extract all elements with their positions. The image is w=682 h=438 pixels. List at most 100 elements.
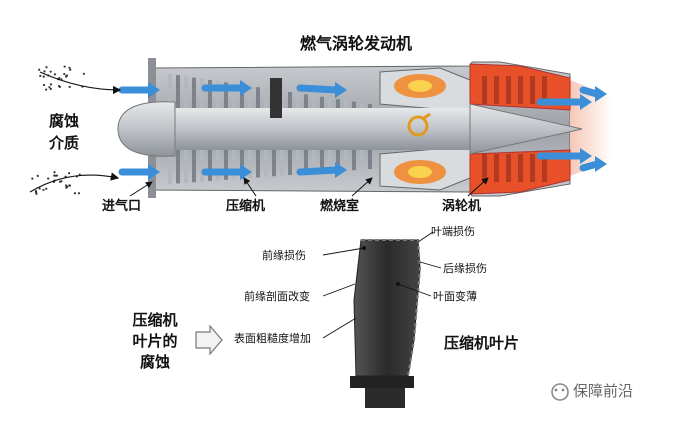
compressor-stage <box>176 75 180 109</box>
particle <box>68 184 71 187</box>
particle <box>39 74 42 77</box>
blade-damage-leaders <box>322 231 442 339</box>
particle <box>68 85 71 88</box>
flow-arrow <box>118 164 160 180</box>
flow-arrow <box>536 148 592 164</box>
compressor-stage <box>360 150 364 170</box>
compressor-stage <box>272 150 276 177</box>
compressor-stage <box>232 150 236 180</box>
compressor-stage <box>264 150 268 177</box>
compressor-stage <box>304 94 308 119</box>
particle <box>36 174 39 177</box>
particle <box>31 177 34 180</box>
compressor-stage <box>368 150 372 169</box>
turbine-label: 涡轮机 <box>442 199 482 214</box>
compressor-stage <box>184 150 188 183</box>
turbine-stage <box>506 76 511 104</box>
particle <box>63 72 66 76</box>
particle <box>49 70 52 73</box>
stator-vane <box>270 78 282 118</box>
particle <box>63 65 66 68</box>
compressor-stage <box>216 81 220 112</box>
compressor-stage <box>224 150 228 180</box>
blade-thinning-label: 叶面变薄 <box>433 290 477 303</box>
wechat-logo-icon <box>551 383 569 401</box>
particle <box>35 192 38 195</box>
compressor-stage <box>192 150 196 183</box>
compressor-stage <box>168 150 172 184</box>
compressor-stage <box>248 150 252 178</box>
compressor-stage <box>312 150 316 174</box>
turbine-stage <box>494 76 499 104</box>
particle <box>60 180 63 183</box>
compressor-stage <box>320 150 324 173</box>
particle <box>53 73 56 76</box>
particle <box>68 66 71 69</box>
compressor-stage <box>288 150 292 175</box>
compressor-stage <box>224 82 228 113</box>
tip-damage-label: 叶端损伤 <box>431 225 475 238</box>
compressor-stage <box>184 76 188 110</box>
compressor-stage <box>248 86 252 114</box>
particle <box>65 75 68 78</box>
compressor-stage <box>200 78 204 111</box>
compressor-stage <box>208 150 212 181</box>
compressor-stage <box>168 74 172 108</box>
flow-arrow <box>118 82 160 98</box>
particle <box>69 68 72 71</box>
turbine-stage <box>542 76 547 104</box>
damage-point <box>396 282 400 286</box>
compressor-stage <box>280 150 284 176</box>
particle <box>38 187 41 190</box>
particle <box>68 172 71 175</box>
compressor-stage <box>296 93 300 118</box>
compressor-stage <box>344 150 348 171</box>
particle-stream-bottom <box>29 172 120 193</box>
turbine-stage <box>530 154 535 182</box>
trailing-edge-damage-label: 后缘损伤 <box>443 262 487 275</box>
corrosive-medium-label: 腐蚀介质 <box>49 112 80 152</box>
flow-arrow <box>536 94 592 110</box>
particle <box>66 185 69 188</box>
particle <box>53 171 56 174</box>
air-flow-arrows <box>118 80 607 180</box>
particle <box>45 88 48 91</box>
turbine-stage <box>518 76 523 104</box>
hollow-arrow-icon <box>195 324 223 356</box>
compressor-blade <box>350 239 422 408</box>
compressor-stage <box>296 150 300 175</box>
flow-arrow <box>296 162 347 178</box>
compressor-stage <box>232 83 236 113</box>
particle <box>45 66 48 69</box>
flow-arrow <box>579 86 607 102</box>
compressor-stage <box>304 150 308 174</box>
particle <box>49 87 52 91</box>
flow-arrow <box>579 156 607 172</box>
flow-arrow <box>201 80 252 96</box>
compressor-stage <box>256 87 260 115</box>
particle <box>38 68 41 71</box>
compressor-stage <box>352 150 356 171</box>
turbine-stage <box>530 76 535 104</box>
compressor-stage <box>240 150 244 179</box>
turbine-stage <box>506 154 511 182</box>
compressor-stage <box>288 92 292 117</box>
flow-arrow <box>296 82 347 98</box>
compressor-stage <box>200 150 204 182</box>
compressor-blade-title: 压缩机叶片 <box>444 334 520 352</box>
leading-edge-profile-change-label: 前缘剖面改变 <box>244 290 310 303</box>
engine-title: 燃气涡轮发动机 <box>300 34 413 53</box>
particle <box>82 72 85 75</box>
particle <box>54 174 57 177</box>
combustor-label: 燃烧室 <box>320 199 360 214</box>
turbine-section <box>469 63 571 195</box>
combustor <box>379 67 471 191</box>
particle-stream-top <box>39 71 122 95</box>
watermark-text: 保障前沿 <box>573 382 634 400</box>
leading-edge-damage-label: 前缘损伤 <box>262 249 306 262</box>
particle <box>42 83 46 87</box>
compressor-stage <box>192 77 196 110</box>
compressor-label: 压缩机 <box>226 199 266 214</box>
surface-roughness-label: 表面粗糙度增加 <box>234 332 311 345</box>
